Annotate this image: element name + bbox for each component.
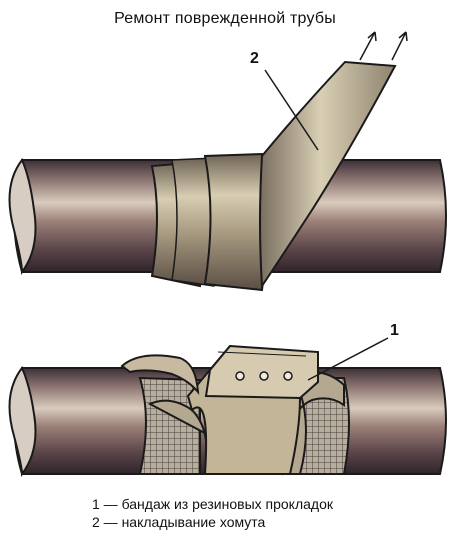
bottom-pipe-end — [8, 366, 37, 478]
arrow-up-right-icon — [391, 31, 408, 61]
top-pipe-end — [8, 158, 37, 276]
callout-2-label: 2 — [250, 50, 259, 67]
callout-1-leader — [307, 337, 389, 381]
arrow-up-right-icon — [359, 31, 377, 61]
legend-item-1: 1 — бандаж из резиновых прокладок — [92, 496, 334, 512]
top-strip — [259, 60, 397, 290]
legend-item-2: 2 — накладывание хомута — [92, 514, 266, 530]
top-pipe-assembly — [8, 31, 447, 292]
top-wrap-turns — [150, 152, 268, 292]
callout-1-label: 1 — [390, 322, 399, 339]
bottom-pipe-assembly — [8, 337, 447, 478]
callout-2-leader — [264, 69, 319, 151]
bolt-hole-icon — [235, 371, 293, 381]
legend: 1 — бандаж из резиновых прокладок 2 — на… — [92, 495, 333, 531]
clamp-loop — [120, 354, 200, 396]
diagram-title: Ремонт поврежденной трубы — [114, 10, 336, 27]
